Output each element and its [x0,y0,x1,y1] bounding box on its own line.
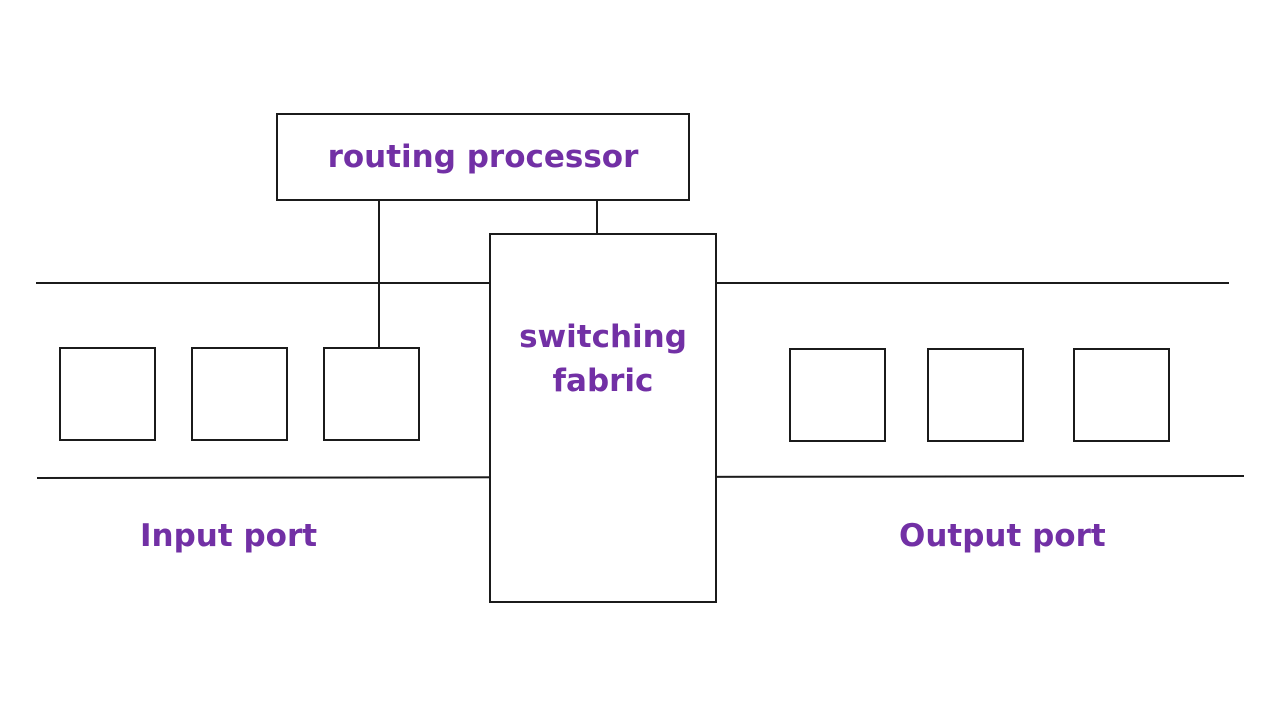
routing-processor-box: routing processor [276,113,690,201]
routing-processor-label: routing processor [327,139,639,175]
switching-fabric-box: switching fabric [489,233,717,603]
output-port-caption: Output port [899,518,1106,554]
input-port-square [59,347,156,441]
connector-routing-processor-to-switching-fabric [596,201,598,235]
input-port-square [323,347,420,441]
input-port-square [191,347,288,441]
output-port-square [789,348,886,442]
connector-routing-processor-to-input-port [378,201,380,347]
output-port-square [927,348,1024,442]
output-port-square [1073,348,1170,442]
input-port-caption: Input port [140,518,318,554]
switching-fabric-label: switching fabric [519,319,687,399]
